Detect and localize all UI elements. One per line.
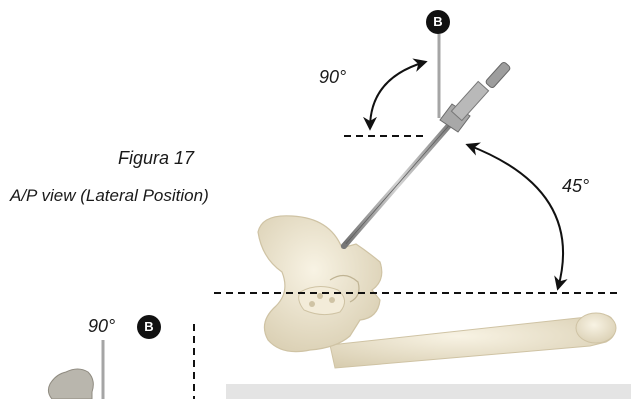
figure-title: Figura 17 [118,148,194,169]
marker-badge-lower: B [137,315,161,339]
femur-bone [330,313,616,368]
pelvis-bone [258,216,382,352]
partial-bone-lower [48,369,93,399]
table-surface [226,384,631,399]
angle-label-90-lower: 90° [88,316,115,337]
marker-badge-top: B [426,10,450,34]
angle-label-45: 45° [562,176,589,197]
angle-label-90: 90° [319,67,346,88]
angle-arrow-90 [370,62,425,128]
instrument [341,61,511,249]
instrument-tip [341,243,347,249]
angle-arrow-45 [468,145,563,288]
figure-subtitle: A/P view (Lateral Position) [10,186,209,206]
instrument-barrel [451,81,488,120]
instrument-handle [485,61,511,88]
